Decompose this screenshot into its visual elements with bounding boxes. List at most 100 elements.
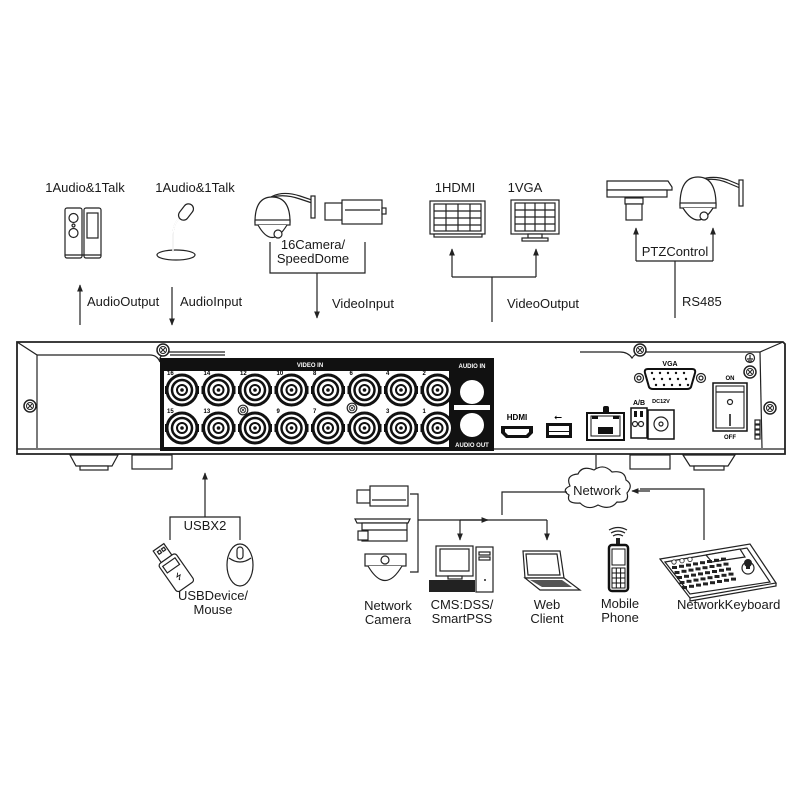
video-output-label: VideoOutput (507, 296, 579, 311)
bnc-connector (419, 411, 456, 445)
bnc-channel-number: 4 (386, 371, 390, 377)
bnc-channel-number: 12 (240, 371, 247, 377)
client-label-line1: CMS:DSS/ (431, 597, 494, 612)
bnc-connector (346, 373, 383, 407)
bnc-channel-number: 9 (277, 409, 281, 415)
audio-input-label: AudioInput (180, 294, 243, 309)
screw-icon (156, 343, 170, 357)
hdmi-monitor-icon (429, 200, 486, 238)
client-label-line2: Phone (601, 610, 639, 625)
client-label-line2: SmartPSS (432, 611, 493, 626)
video-input-group: 16Camera/ SpeedDome VideoInput (254, 192, 394, 319)
network-keyboard-icon (658, 543, 778, 602)
usb-caption: USBX2 (184, 518, 227, 533)
client-label-line2: Client (530, 611, 564, 626)
hdmi-monitor-caption: 1HDMI (435, 180, 475, 195)
audio-input-caption: 1Audio&1Talk (155, 180, 235, 195)
bnc-channel-number: 6 (350, 371, 354, 377)
switch-on-label: ON (726, 376, 735, 382)
client-label-line1: Web (534, 597, 561, 612)
bnc-connector (236, 373, 274, 407)
client-label-line1: NetworkKeyboard (677, 597, 780, 612)
bnc-connector (273, 373, 310, 407)
screw-icon (23, 399, 37, 413)
bnc-channel-number: 16 (167, 371, 174, 377)
bnc-connector (200, 373, 237, 407)
bnc-connector (163, 411, 201, 445)
audio-in-port (460, 380, 484, 404)
usb-device-line2: Mouse (193, 602, 232, 617)
network-cloud-icon (564, 466, 631, 509)
vga-label: VGA (662, 361, 677, 368)
audio-out-port (460, 413, 484, 437)
ethernet-port (586, 406, 625, 441)
bnc-connector (346, 411, 383, 445)
ground-icon (744, 352, 756, 364)
ptz-camera-icon (606, 180, 673, 221)
network-label: Network (573, 483, 621, 498)
bnc-connector (236, 411, 274, 445)
bnc-connector (382, 411, 420, 445)
bnc-channel-number: 13 (204, 409, 211, 415)
bnc-connector (200, 411, 237, 445)
screw-icon (346, 402, 358, 414)
audio-in-label: AUDIO IN (459, 364, 486, 370)
svg-text:⭍: ⭍ (174, 571, 185, 582)
audio-out-label: AUDIO OUT (455, 443, 489, 449)
rs485-port-label: A/B (633, 400, 645, 407)
usb-port: ⭠ (546, 412, 572, 438)
bnc-channel-number: 7 (313, 409, 317, 415)
power-port: DC12V (647, 399, 675, 440)
screw-icon (237, 404, 249, 416)
laptop-icon (522, 550, 582, 591)
vga-port: VGA (633, 361, 707, 390)
camera-caption-line2: SpeedDome (277, 251, 349, 266)
screw-icon (763, 401, 777, 415)
bnc-channel-number: 3 (386, 409, 390, 415)
ptz-group: PTZControl RS485 (606, 176, 744, 318)
client-label-line1: Network (364, 598, 412, 613)
power-switch: ON OFF (712, 376, 761, 441)
network-group: Network (410, 455, 705, 573)
usb-device-line1: USBDevice/ (178, 588, 248, 603)
usb-group: USBX2 ⭍ USBDevice/ Mouse (152, 472, 254, 617)
speed-dome-icon (254, 192, 316, 239)
bnc-connector (163, 373, 201, 407)
bnc-channel-number: 2 (423, 371, 427, 377)
bnc-channel-number: 1 (423, 409, 427, 415)
microphone-icon (156, 203, 196, 261)
bnc-channel-number: 15 (167, 409, 174, 415)
client-label-line1: Mobile (601, 596, 639, 611)
bnc-connector (309, 373, 347, 407)
desktop-pc-icon (429, 545, 494, 593)
dvr-rear-panel: VIDEO IN 16141210864215131197531 AUDIO I… (16, 341, 786, 471)
video-output-group: 1HDMI 1VGA VideoOutput (429, 180, 579, 322)
bnc-connector (273, 411, 310, 445)
hdmi-port: HDMI (501, 413, 533, 438)
rs485-label: RS485 (682, 294, 722, 309)
switch-off-label: OFF (724, 435, 736, 441)
vga-monitor-icon (510, 199, 560, 242)
audio-output-label: AudioOutput (87, 294, 160, 309)
audio-ports: AUDIO IN AUDIO OUT (454, 364, 490, 449)
rs485-port: A/B (630, 400, 648, 439)
ptz-speed-dome-icon (679, 176, 744, 221)
camera-caption-line1: 16Camera/ (281, 237, 346, 252)
video-input-label: VideoInput (332, 296, 394, 311)
audio-input-group: 1Audio&1Talk AudioInput (155, 180, 243, 326)
network-camera-icon (354, 485, 411, 582)
vent-icon (754, 419, 761, 440)
client-label-line2: Camera (365, 612, 412, 627)
power-label: DC12V (652, 399, 670, 405)
bnc-channel-number: 14 (204, 371, 211, 377)
vga-monitor-caption: 1VGA (508, 180, 543, 195)
hdmi-label: HDMI (507, 413, 527, 422)
screw-icon (633, 343, 647, 357)
bnc-channel-number: 8 (313, 371, 317, 377)
video-in-title: VIDEO IN (297, 363, 323, 369)
bnc-connector (309, 411, 347, 445)
screw-icon (743, 365, 757, 379)
bnc-connector (382, 373, 420, 407)
mobile-phone-icon (607, 526, 630, 593)
